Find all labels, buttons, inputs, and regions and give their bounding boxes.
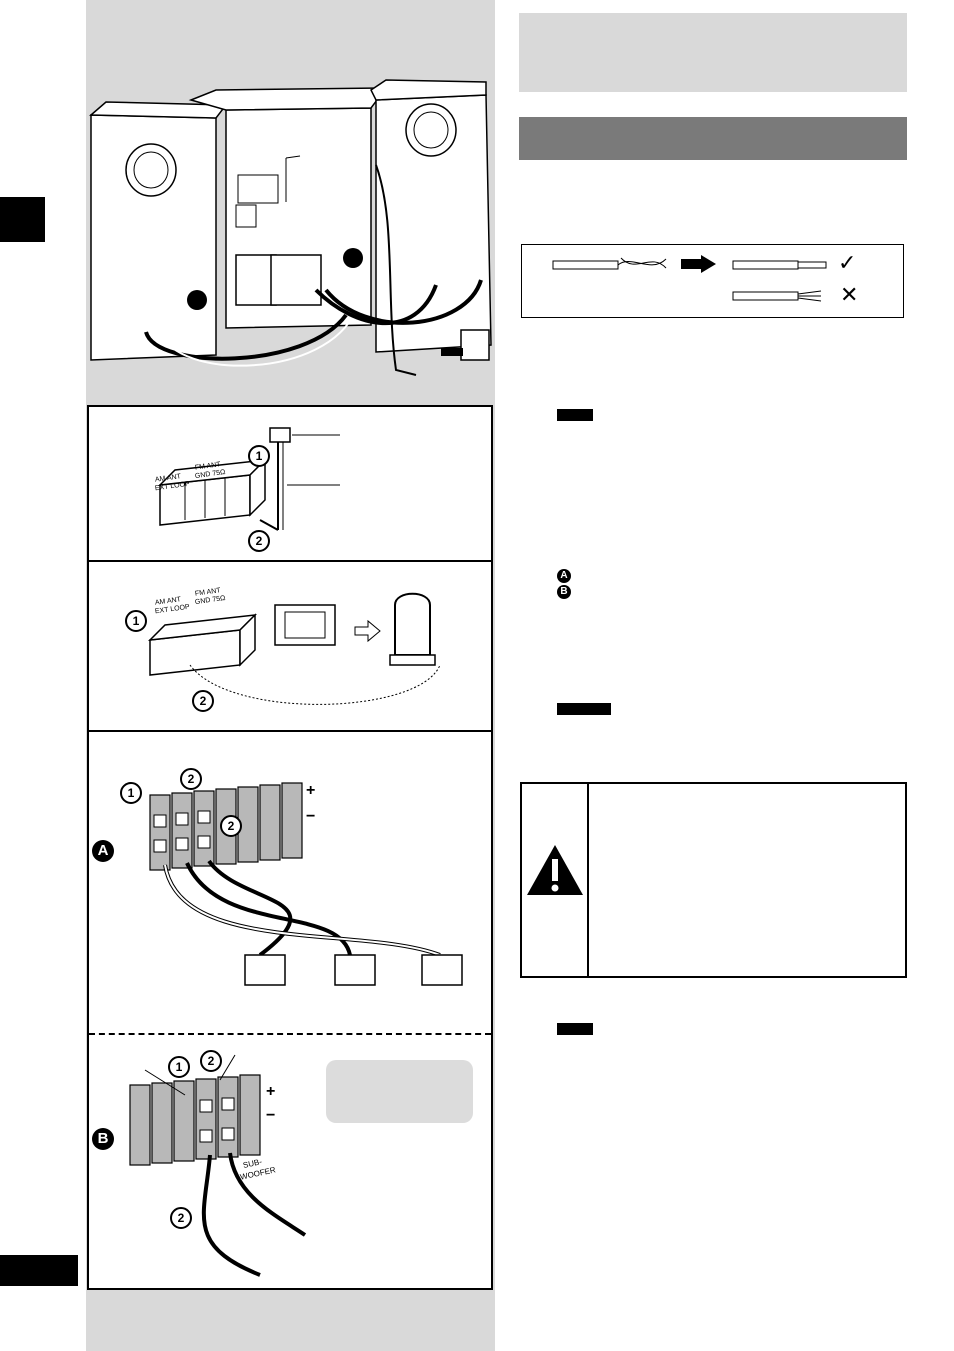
note-label-1 — [557, 409, 593, 421]
badge-b-figure: B — [92, 1128, 114, 1150]
speaker-terminals-b-illustration — [129, 1054, 307, 1277]
polarity-plus-b: + — [266, 1083, 276, 1100]
step-1-speaker-a: 1 — [120, 782, 142, 804]
step-2-am: 2 — [192, 690, 214, 712]
step-1-am: 1 — [125, 610, 147, 632]
correct-mark: ✓ — [838, 250, 857, 275]
wire-twist-illustration — [552, 255, 827, 302]
stereo-rear-illustration — [89, 79, 492, 376]
badge-a-figure: A — [92, 840, 114, 862]
marker-dot-left — [187, 290, 207, 310]
step-1-fm: 1 — [248, 445, 270, 467]
marker-dot-right — [343, 248, 363, 268]
step-1-speaker-b: 1 — [168, 1056, 190, 1078]
am-antenna-illustration — [147, 592, 441, 705]
fm-antenna-illustration — [157, 427, 340, 531]
speaker-terminals-a-illustration — [149, 782, 463, 986]
note-label-3 — [557, 1023, 593, 1035]
step-2-fm: 2 — [248, 530, 270, 552]
callout-bubble — [326, 1060, 473, 1123]
page-tab-top — [0, 197, 45, 242]
step-2-speaker-a: 2 — [180, 768, 202, 790]
page-tab-bottom — [0, 1255, 78, 1286]
section-header-dark — [519, 117, 907, 160]
badge-a-ref: A — [557, 569, 571, 583]
polarity-minus-a: − — [306, 808, 316, 825]
step-2-speaker-b: 2 — [200, 1050, 222, 1072]
caution-divider — [587, 784, 589, 976]
step-3-speaker-a: 2 — [220, 815, 242, 837]
polarity-minus-b: − — [266, 1107, 276, 1124]
step-3-speaker-b: 2 — [170, 1207, 192, 1229]
exclamation-triangle-icon — [527, 845, 583, 895]
polarity-plus-a: + — [306, 782, 316, 799]
section-divider — [89, 1033, 491, 1035]
badge-b-ref: B — [557, 585, 571, 599]
note-label-2 — [557, 703, 611, 715]
incorrect-mark: ✕ — [840, 282, 859, 307]
section-header-light — [519, 13, 907, 92]
wire-twist-diagram — [521, 244, 904, 318]
caution-box — [520, 782, 907, 978]
